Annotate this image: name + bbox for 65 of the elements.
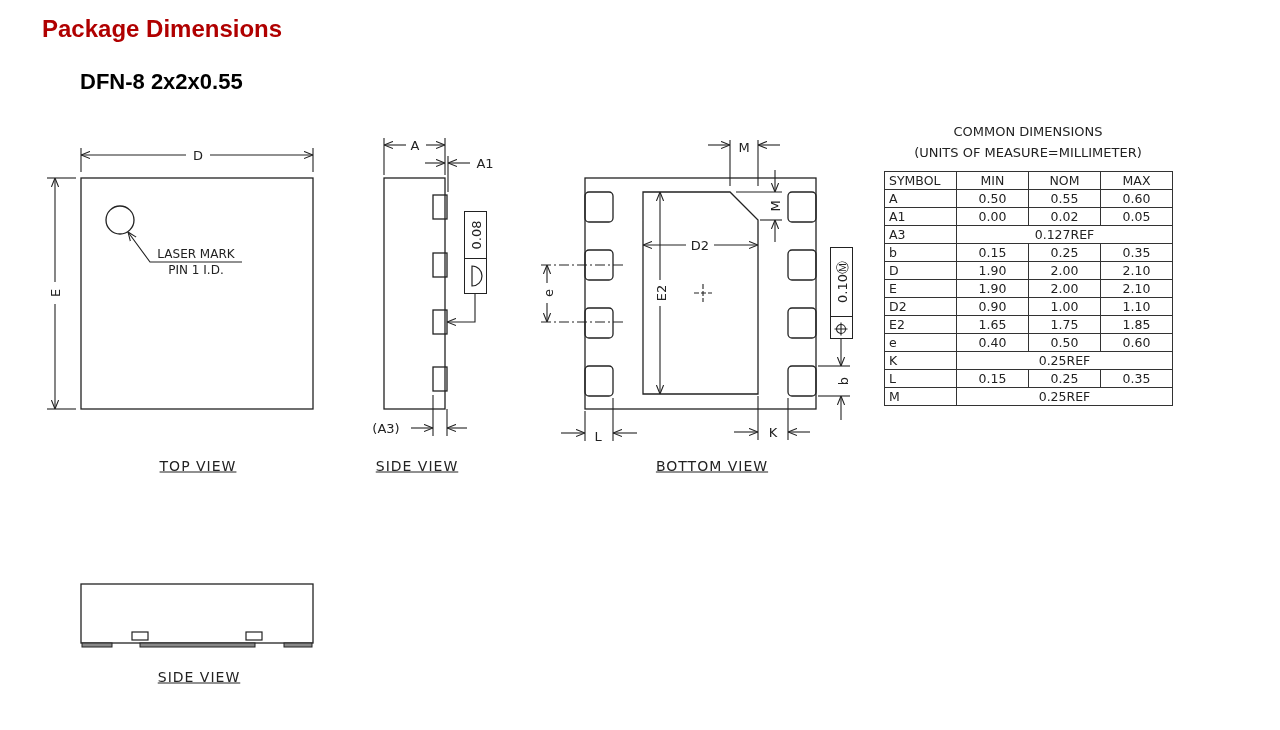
table-cell: 0.25 — [1028, 369, 1101, 388]
table-cell: 2.00 — [1028, 261, 1101, 280]
leader-line — [446, 292, 476, 327]
table-cell: 0.00 — [956, 207, 1029, 226]
package-subtitle: DFN-8 2x2x0.55 — [80, 68, 243, 96]
view-title: TOP VIEW — [158, 458, 238, 474]
table-cell: 1.90 — [956, 261, 1029, 280]
table-cell: 0.55 — [1028, 189, 1101, 208]
table-cell: E2 — [884, 315, 957, 334]
table-cell: NOM — [1028, 171, 1101, 190]
table-cell: 2.10 — [1100, 279, 1173, 298]
table-cell: D2 — [884, 297, 957, 316]
pin-mark-circle — [105, 205, 135, 235]
table-cell: 2.10 — [1100, 261, 1173, 280]
table-cell: 0.90 — [956, 297, 1029, 316]
table-cell: 0.40 — [956, 333, 1029, 352]
table-cell: 1.65 — [956, 315, 1029, 334]
table-cell: 0.25REF — [956, 351, 1173, 370]
tolerance-value: 0.08 — [468, 220, 484, 250]
table-cell: 0.60 — [1100, 333, 1173, 352]
table-title: (UNITS OF MEASURE=MILLIMETER) — [912, 144, 1144, 160]
table-cell: E — [884, 279, 957, 298]
table-cell: 0.02 — [1028, 207, 1101, 226]
table-cell: L — [884, 369, 957, 388]
lead-pad — [432, 252, 448, 278]
table-cell: K — [884, 351, 957, 370]
table-cell: A3 — [884, 225, 957, 244]
leader-note: LASER MARK PIN 1 I.D. — [150, 246, 242, 278]
table-cell: b — [884, 243, 957, 262]
table-cell: M — [884, 387, 957, 406]
table-cell: 1.75 — [1028, 315, 1101, 334]
table-cell: 0.50 — [1028, 333, 1101, 352]
view-title: BOTTOM VIEW — [654, 458, 770, 474]
lead-pad — [432, 194, 448, 220]
table-cell: 0.15 — [956, 243, 1029, 262]
tolerance-value: 0.10Ⓜ — [834, 261, 850, 303]
table-cell: 1.90 — [956, 279, 1029, 298]
table-cell: 0.25REF — [956, 387, 1173, 406]
page-title: Package Dimensions — [42, 14, 283, 44]
lead-pad — [432, 366, 448, 392]
table-cell: 0.25 — [1028, 243, 1101, 262]
table-cell: 0.127REF — [956, 225, 1173, 244]
table-cell: 1.10 — [1100, 297, 1173, 316]
view-title: SIDE VIEW — [374, 458, 460, 474]
table-cell: 0.35 — [1100, 369, 1173, 388]
table-cell: D — [884, 261, 957, 280]
lead-pad — [432, 309, 448, 335]
table-cell: 1.85 — [1100, 315, 1173, 334]
table-cell: 0.50 — [956, 189, 1029, 208]
table-cell: 0.35 — [1100, 243, 1173, 262]
leader-line — [127, 231, 243, 263]
table-cell: 2.00 — [1028, 279, 1101, 298]
table-cell: A1 — [884, 207, 957, 226]
table-cell: SYMBOL — [884, 171, 957, 190]
table-cell: 0.05 — [1100, 207, 1173, 226]
dimension-label: (A3) — [370, 420, 402, 436]
tolerance-frame — [464, 211, 487, 294]
table-cell: MAX — [1100, 171, 1173, 190]
table-cell: 0.15 — [956, 369, 1029, 388]
table-cell: 1.00 — [1028, 297, 1101, 316]
table-cell: e — [884, 333, 957, 352]
table-cell: 0.60 — [1100, 189, 1173, 208]
table-cell: MIN — [956, 171, 1029, 190]
table-cell: A — [884, 189, 957, 208]
view-title: SIDE VIEW — [156, 669, 242, 685]
